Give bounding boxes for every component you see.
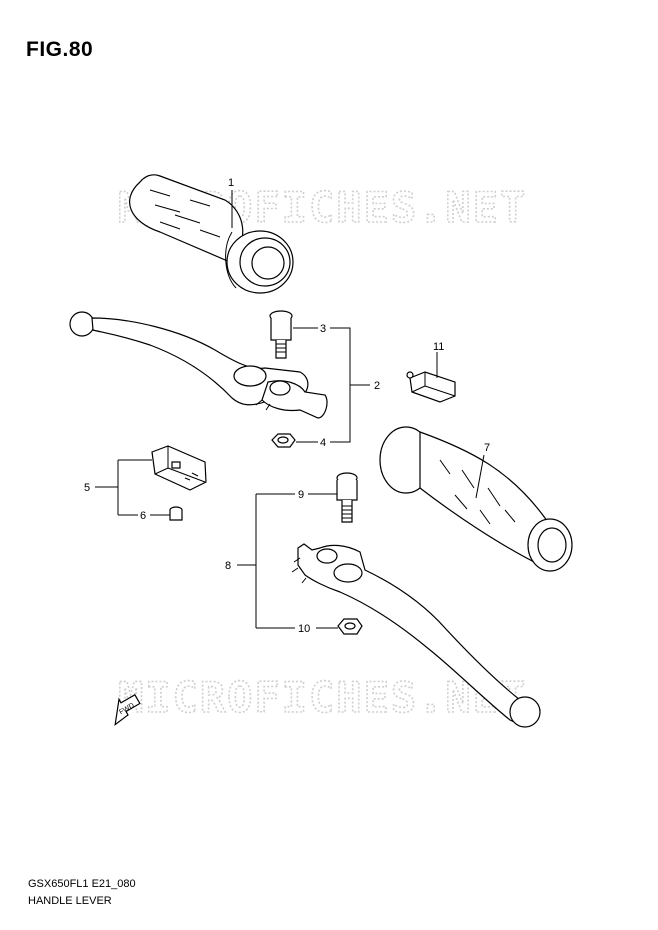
bracket-5 xyxy=(95,459,152,516)
clutch-lever-nut[interactable] xyxy=(271,433,296,448)
callout-7: 7 xyxy=(484,442,490,454)
callout-3: 3 xyxy=(320,323,326,335)
callout-4: 4 xyxy=(320,437,326,449)
watermark-bottom: MICROFICHES.NET xyxy=(118,673,527,722)
section-name: HANDLE LEVER xyxy=(28,895,112,907)
clutch-lever-bolt[interactable] xyxy=(269,310,293,359)
model-code: GSX650FL1 E21_080 xyxy=(28,878,136,890)
brake-lever[interactable] xyxy=(291,543,541,728)
callout-10: 10 xyxy=(298,623,310,635)
bracket-8 xyxy=(237,493,295,629)
bracket-2 xyxy=(330,327,351,443)
callout-9: 9 xyxy=(298,489,304,501)
clutch-switch[interactable] xyxy=(151,445,207,491)
clutch-switch-screw[interactable] xyxy=(169,506,183,521)
callout-11: 11 xyxy=(433,341,444,353)
leader-7 xyxy=(475,454,485,499)
clutch-lever[interactable] xyxy=(69,311,328,419)
callout-6: 6 xyxy=(140,510,146,522)
callout-5: 5 xyxy=(84,482,90,494)
figure-title: FIG.80 xyxy=(26,38,94,61)
callout-1: 1 xyxy=(228,177,234,189)
grip-left[interactable] xyxy=(129,174,294,294)
brake-lever-nut[interactable] xyxy=(337,618,363,635)
callout-8: 8 xyxy=(225,560,231,572)
brake-lever-bolt[interactable] xyxy=(336,472,358,523)
callout-2: 2 xyxy=(374,380,380,392)
brake-switch[interactable] xyxy=(406,371,456,403)
grip-right[interactable] xyxy=(379,426,573,572)
